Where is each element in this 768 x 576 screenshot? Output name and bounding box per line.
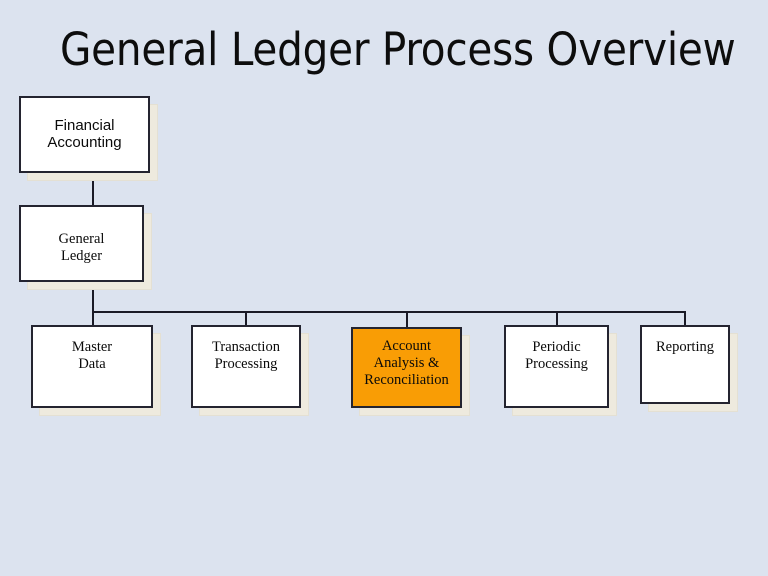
connector-ledger-to-bus: [92, 282, 94, 313]
node-periodic-processing[interactable]: Periodic Processing: [504, 325, 609, 408]
connector-drop-periodic-processing: [556, 311, 558, 325]
node-label: General Ledger: [58, 231, 105, 264]
node-label: Master Data: [71, 339, 113, 372]
node-account-analysis-reconciliation[interactable]: Account Analysis & Reconciliation: [351, 327, 462, 408]
node-reporting[interactable]: Reporting: [640, 325, 730, 404]
node-financial-accounting[interactable]: Financial Accounting: [19, 96, 150, 173]
connector-horizontal-bus: [92, 311, 685, 313]
node-label: Periodic Processing: [525, 339, 588, 372]
connector-drop-account-analysis: [406, 311, 408, 327]
connector-financial-to-ledger: [92, 173, 94, 205]
node-transaction-processing[interactable]: Transaction Processing: [191, 325, 301, 408]
node-label: Account Analysis & Reconciliation: [364, 338, 449, 388]
connector-drop-master-data: [92, 311, 94, 325]
node-label: Transaction Processing: [212, 339, 280, 372]
node-label: Financial Accounting: [47, 117, 122, 151]
node-general-ledger[interactable]: General Ledger: [19, 205, 144, 282]
node-label: Reporting: [656, 339, 714, 355]
connector-drop-reporting: [684, 311, 686, 325]
node-master-data[interactable]: Master Data: [31, 325, 153, 408]
connector-drop-transaction-processing: [245, 311, 247, 325]
page-title: General Ledger Process Overview: [60, 23, 736, 76]
